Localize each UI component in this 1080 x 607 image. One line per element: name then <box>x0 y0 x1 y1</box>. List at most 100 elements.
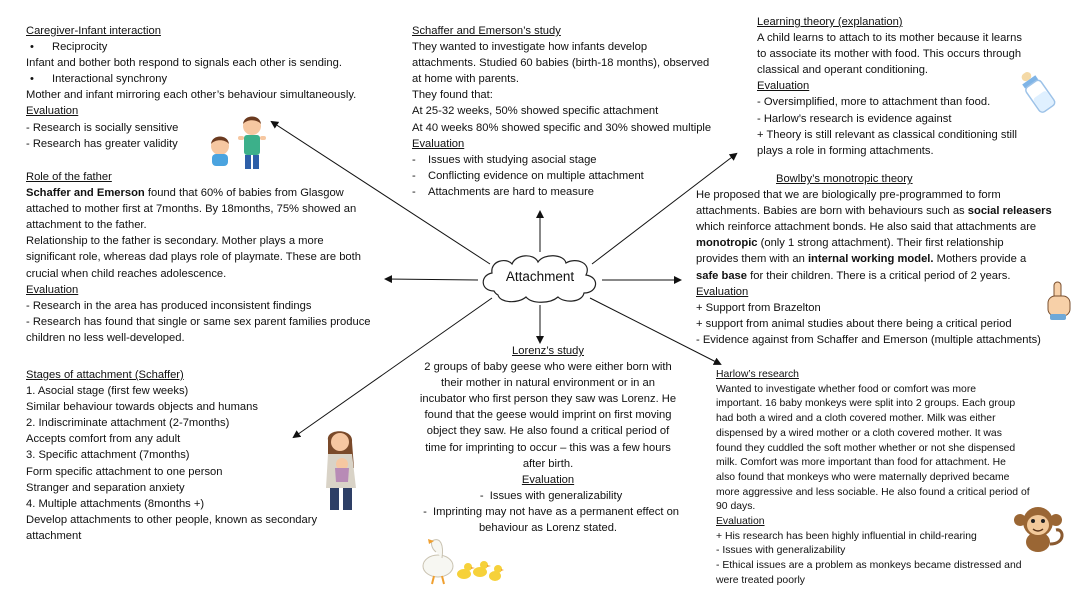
father-eval-line: children no less well-developed. <box>26 331 185 344</box>
bowlby-eval-line: + Support from Brazelton <box>696 301 821 314</box>
father-line: Relationship to the father is secondary.… <box>26 235 324 248</box>
learning-line: classical and operant conditioning. <box>757 64 929 77</box>
learning-eval-line: plays a role in forming attachments. <box>757 144 934 157</box>
lorenz-eval-line: -Issues with generalizability <box>479 489 623 502</box>
schaffer-eval-line: -Issues with studying asocial stage <box>412 153 597 166</box>
schaffer-eval-line: -Attachments are hard to measure <box>412 185 595 198</box>
father-line: Schaffer and Emerson found that 60% of b… <box>26 185 371 201</box>
stages-line: 4. Multiple attachments (8months +) <box>26 497 205 510</box>
stages-line: attachment <box>26 529 82 542</box>
learning-line: A child learns to attach to its mother b… <box>757 32 1022 45</box>
bowlby-line: He proposed that we are biologically pre… <box>696 189 1001 202</box>
father-title: Role of the father <box>26 171 112 183</box>
harlow-eval-line: + His research has been highly influenti… <box>716 530 977 542</box>
father-eval-line: - Research in the area has produced inco… <box>26 299 312 312</box>
arrow-to-caregiver <box>270 120 491 265</box>
bowlby-line: provides them with an internal working m… <box>696 253 1027 266</box>
father-line: attached to mother first at 7months. By … <box>26 203 357 216</box>
harlow-line: Wanted to investigate whether food or co… <box>716 383 977 395</box>
stages-line: Stranger and separation anxiety <box>26 481 185 494</box>
schaffer-line: At 25-32 weeks, 50% showed specific atta… <box>412 105 659 118</box>
schaffer-line: at home with parents. <box>412 73 519 86</box>
caregiver-line: Infant and bother both respond to signal… <box>26 57 342 70</box>
father-eval-title: Evaluation <box>26 283 79 296</box>
harlow-eval-line: - Issues with generalizability <box>716 545 846 557</box>
harlow-eval-line: - Ethical issues are a problem as monkey… <box>716 560 1022 572</box>
monkey-illustration <box>1014 507 1064 552</box>
harlow-line: milk. Comfort was more important than fo… <box>716 457 1006 469</box>
father-section: Role of the father Schaffer and Emerson … <box>26 169 371 346</box>
children-illustration <box>211 116 266 169</box>
caregiver-eval-title: Evaluation <box>26 105 79 118</box>
stages-line: Develop attachments to other people, kno… <box>26 513 318 526</box>
stages-line: 2. Indiscriminate attachment (2-7months) <box>26 417 230 430</box>
arrow-to-learning <box>591 152 738 265</box>
father-line: attachment to the father. <box>26 219 147 232</box>
father-line: crucial when child reaches adolescence. <box>26 267 227 280</box>
caregiver-line: - Research has greater validity <box>26 137 178 150</box>
stages-line: Similar behaviour towards objects and hu… <box>26 401 258 414</box>
schaffer-line: attachments. Studied 60 babies (birth-18… <box>412 57 710 70</box>
lorenz-eval-line: behaviour as Lorenz stated. <box>478 522 618 535</box>
stages-line: Form specific attachment to one person <box>26 465 223 478</box>
bowlby-title: Bowlby’s monotropic theory <box>776 173 913 185</box>
caregiver-line: - Research is socially sensitive <box>26 121 179 134</box>
bowlby-eval-line: + support from animal studies about ther… <box>696 317 1012 330</box>
father-eval-line: - Research has found that single or same… <box>26 315 371 328</box>
lorenz-line: their mother in natural environment or i… <box>441 377 655 390</box>
lorenz-title: Lorenz’s study <box>512 345 584 357</box>
goose-and-goslings-illustration <box>422 539 504 585</box>
schaffer-line: They wanted to investigate how infants d… <box>412 41 648 54</box>
schaffer-eval-title: Evaluation <box>412 137 465 150</box>
harlow-section: Harlow’s research Wanted to investigate … <box>716 368 1030 589</box>
schaffer-line: At 40 weeks 80% showed specific and 30% … <box>412 121 712 134</box>
father-line: significant role, whereas dad plays role… <box>26 251 361 264</box>
stages-section: Stages of attachment (Schaffer) 1. Asoci… <box>26 367 317 544</box>
learning-title: Learning theory (explanation) <box>757 16 903 28</box>
harlow-line: found they cuddled the soft mother wheth… <box>716 442 1016 454</box>
arrow-to-stages <box>292 297 493 439</box>
learning-eval-title: Evaluation <box>757 80 810 93</box>
schaffer-title: Schaffer and Emerson’s study <box>412 25 561 37</box>
caregiver-title: Caregiver-Infant interaction <box>26 25 161 37</box>
harlow-line: also found that monkeys who were materna… <box>716 471 1010 483</box>
harlow-eval-line: were treated poorly <box>716 574 805 586</box>
lorenz-line: 2 groups of baby geese who were either b… <box>424 361 672 374</box>
caregiver-line: Mother and infant mirroring each other’s… <box>26 89 357 102</box>
stages-line: Accepts comfort from any adult <box>26 433 181 446</box>
bowlby-eval-line: - Evidence against from Schaffer and Eme… <box>696 333 1041 346</box>
center-label: Attachment <box>505 269 575 284</box>
bowlby-line: safe base for their children. There is a… <box>696 269 1011 282</box>
lorenz-line: found that the geese would imprint on fi… <box>424 409 672 422</box>
arrow-to-father <box>384 275 479 284</box>
bowlby-line: which reinforce attachment bonds. He als… <box>696 221 1037 234</box>
bowlby-eval-title: Evaluation <box>696 285 749 298</box>
attachment-cloud <box>482 255 597 303</box>
caregiver-section: Caregiver-Infant interaction Reciprocity… <box>26 23 356 152</box>
harlow-eval-title: Evaluation <box>716 516 765 528</box>
schaffer-line: They found that: <box>412 89 493 102</box>
harlow-line: had both a wired and a cloth covered mot… <box>716 413 996 425</box>
pointing-hand-icon <box>1047 281 1071 320</box>
stages-line: 1. Asocial stage (first few weeks) <box>26 385 189 398</box>
harlow-line: 90 days. <box>716 501 756 513</box>
bowlby-line: attachments. Babies are born with behavi… <box>696 205 1052 218</box>
baby-bottle-icon <box>1021 72 1056 113</box>
lorenz-line: time for imprinting to occur – this was … <box>425 441 671 454</box>
lorenz-line: after birth. <box>522 457 574 470</box>
lorenz-line: object they saw. He also found a critica… <box>426 425 670 438</box>
lorenz-line: incubator who first person they saw was … <box>419 393 677 406</box>
bowlby-line: monotropic (only 1 strong attachment). T… <box>696 237 1004 250</box>
mother-carrying-baby-illustration <box>326 431 356 510</box>
caregiver-line: Interactional synchrony <box>26 71 356 87</box>
lorenz-eval-title: Evaluation <box>521 473 575 486</box>
lorenz-eval-line: -Imprinting may not have as a permanent … <box>423 505 680 518</box>
learning-line: to associate its mother with food. This … <box>757 48 1022 61</box>
stages-title: Stages of attachment (Schaffer) <box>26 369 184 381</box>
arrow-to-harlow <box>589 297 722 365</box>
learning-eval-line: - Harlow’s research is evidence against <box>757 112 952 125</box>
schaffer-section: Schaffer and Emerson’s study They wanted… <box>412 23 711 200</box>
learning-section: Learning theory (explanation) A child le… <box>757 14 1022 159</box>
bowlby-section: Bowlby’s monotropic theory He proposed t… <box>696 171 1052 348</box>
